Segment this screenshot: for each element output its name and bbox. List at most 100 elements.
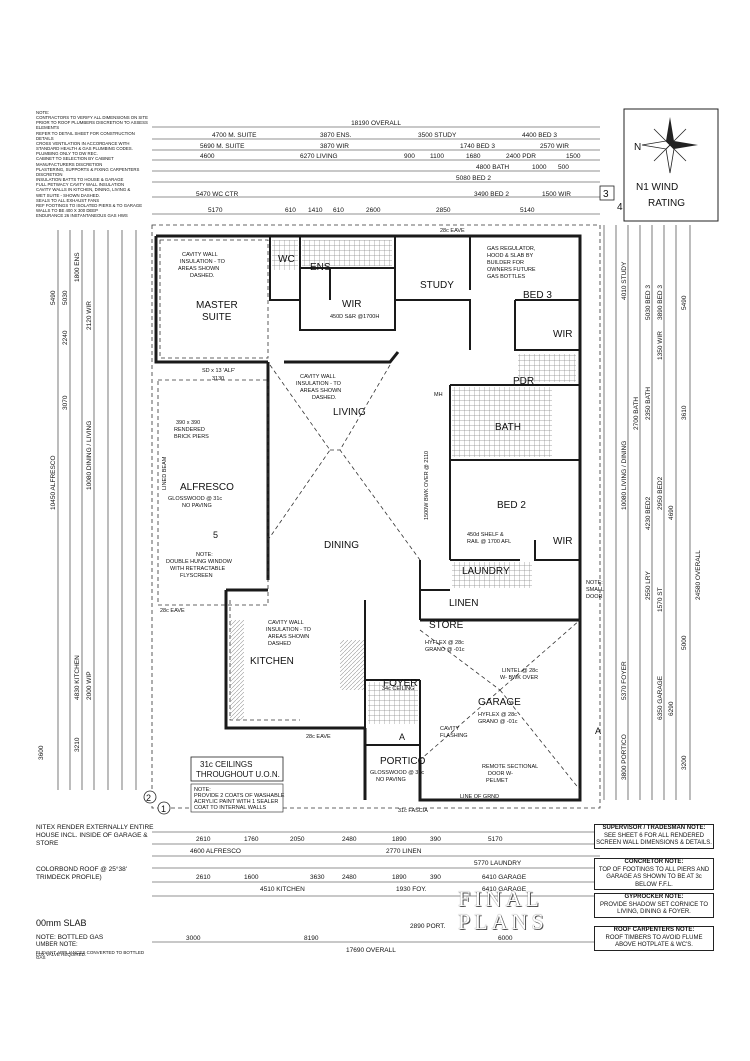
dim: 1500 WIR [542, 191, 571, 198]
dim: 3630 [310, 874, 325, 881]
north-label: N [634, 142, 641, 153]
room-bed2: BED 2 [497, 500, 526, 511]
dim: 390 [430, 836, 441, 843]
dim: 6410 GARAGE [482, 874, 527, 881]
roof-note: COLORBOND ROOF @ 25°38' TRIMDECK PROFILE… [36, 866, 127, 881]
plumber-sub: LUX VALVE REQUIRED. [36, 952, 87, 957]
section-a-label: A [399, 732, 405, 742]
room-bed3: BED 3 [523, 290, 552, 301]
dim: 5370 FOYER [621, 661, 628, 700]
dim: 3070 [62, 395, 69, 410]
dim: 10080 DINING / LIVING [86, 421, 93, 490]
gas-note-title: NOTE: BOTTLED GAS [36, 934, 104, 941]
dim: 1100 [430, 153, 444, 160]
section-1-label: 1 [161, 804, 166, 814]
room-laundry: LAUNDRY [462, 566, 510, 577]
dim: 3610 [681, 405, 688, 420]
section-3-label: 3 [603, 189, 609, 200]
section-2-label: 2 [146, 793, 151, 803]
internal-walls [269, 236, 580, 760]
dim: 2610 [196, 836, 211, 843]
dim: 4600 [200, 153, 215, 160]
dim: 2850 [436, 207, 451, 214]
eave-note-1: 28c EAVE [160, 608, 185, 614]
dim: 4600 ALFRESCO [190, 848, 241, 855]
dim: 6410 GARAGE [482, 886, 527, 893]
dim: 4230 BED2 [645, 496, 652, 530]
dim: 2240 [62, 330, 69, 345]
note-line: WALLS TO BE 400 X 300 DEEP [36, 207, 99, 213]
wc-tiles [272, 240, 298, 270]
dim: 2350 BATH [645, 387, 652, 420]
concretor-note: CONCRETOR NOTE: TOP OF FOOTINGS TO ALL P… [594, 858, 714, 890]
left-dimensions [57, 230, 137, 790]
dim: 2550 LRY [645, 571, 652, 600]
dim: 1890 [392, 874, 407, 881]
dim: 3800 PORTICO [621, 734, 628, 780]
supervisor-note-title: SUPERVISOR / TRADESMAN NOTE: [602, 825, 706, 831]
dim: 10080 LIVING / DINING [621, 441, 628, 510]
room-wir-3: WIR [553, 536, 572, 547]
note-line: SEALS TO ALL EXHAUST FANS [36, 197, 100, 203]
dim: 1410 [308, 207, 323, 214]
supervisor-note: SUPERVISOR / TRADESMAN NOTE: SEE SHEET 6… [594, 824, 714, 849]
dim: 4690 [668, 505, 675, 520]
dim: 2480 [342, 836, 357, 843]
room-study: STUDY [420, 280, 454, 291]
gas-note-sub: ELEVANT APPLIANCES CONVERTED TO BOTTLED … [36, 950, 145, 961]
wir-shelf-note: 450D S&R @1700H [330, 314, 379, 320]
dim: 2120 WIR [86, 301, 93, 330]
dim: 4510 KITCHEN [260, 886, 305, 893]
note-line: FULL PETWACY CAVITY WALL INSULATION [36, 182, 125, 188]
slide-door-note: SD x 13 'ALF'3130 [202, 368, 235, 382]
dim: 6270 LIVING [300, 153, 338, 160]
dim: 3890 BED 3 [657, 285, 664, 320]
stamp-line-2: PLANS [458, 909, 548, 935]
dim: 1890 [392, 836, 407, 843]
dim: 5770 LAUNDRY [474, 860, 522, 867]
gyprocker-note-body: PROVIDE SHADOW SET CORNICE TO LIVING, DI… [599, 901, 709, 916]
roof-carpenter-note-title: ROOF CARPENTERS NOTE: [613, 927, 695, 933]
room-wir: WIR [342, 299, 361, 310]
dim: 3870 WIR [320, 143, 349, 150]
gyprocker-note-title: GYPROCKER NOTE: [624, 894, 684, 900]
note-line: PLUMBING ONLY TO DW REC. [36, 151, 98, 157]
dim: 1500 [566, 153, 581, 160]
dim: 5030 BED 3 [645, 285, 652, 320]
note-line: WET SUITE - SHOWN DASHED. [36, 192, 100, 198]
room-ens: ENS [310, 262, 331, 273]
room-foyer: FOYER [383, 678, 417, 689]
dim: 1350 WIR [657, 331, 664, 360]
dim: 4700 M. SUITE [212, 132, 257, 139]
dim: 6290 [668, 701, 675, 716]
ensuite-tiles [302, 240, 392, 266]
foyer-tiles [368, 682, 418, 724]
dim: 2400 PDR [506, 153, 536, 160]
foyer-ceiling: 34c CEILING [382, 686, 414, 692]
bottom-dimensions [152, 831, 600, 943]
dim: 1680 [466, 153, 481, 160]
roof-carpenter-note-body: ROOF TIMBERS TO AVOID FLUME ABOVE HOTPLA… [605, 934, 703, 949]
note-line: PLASTERING, SUPPORTS & FIXING CARPENTERS… [36, 166, 140, 177]
dim: 3500 STUDY [418, 132, 457, 139]
laundry-tiles [452, 562, 532, 588]
shelf-note: 450d SHELF &RAIL @ 1700 AFL [467, 532, 511, 545]
fascia-note: 31c FASCIA [398, 808, 428, 814]
dim: 2610 [196, 874, 211, 881]
room-wir-2: WIR [553, 329, 572, 340]
dim: 2000 WIP [86, 671, 93, 700]
concretor-note-title: CONCRETOR NOTE: [624, 859, 684, 865]
dim: 3490 BED 2 [474, 191, 509, 198]
note-line: INSULATION BATTS TO HOUSE & GARAGE [36, 177, 124, 183]
eave-note-2: 28c EAVE [306, 734, 331, 740]
